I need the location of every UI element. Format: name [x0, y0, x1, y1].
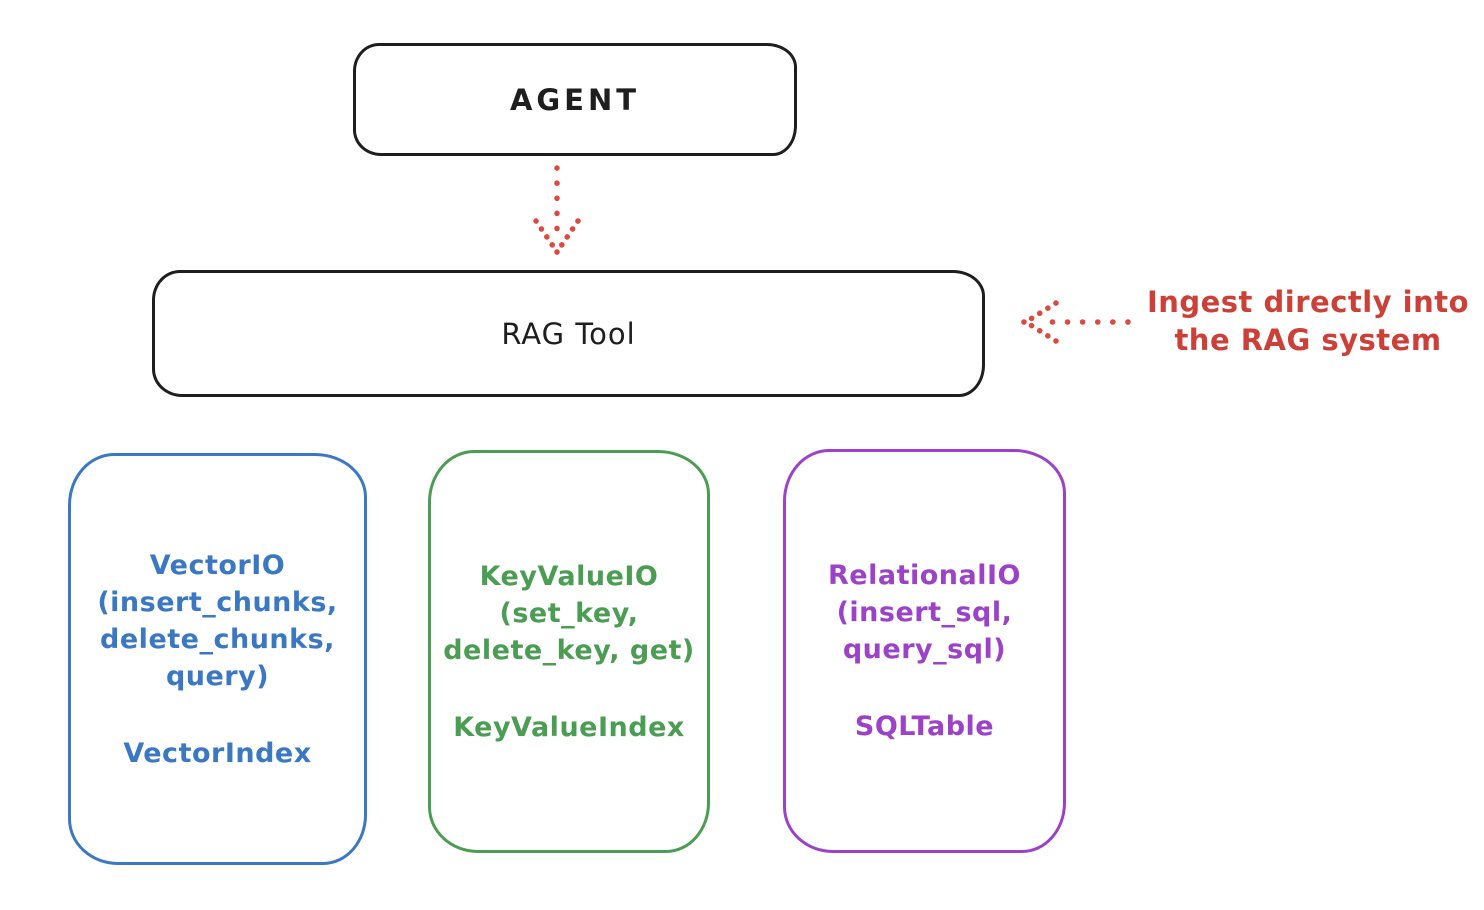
keyvalue-io-methods: KeyValueIO (set_key, delete_key, get) — [443, 558, 695, 669]
agent-box: AGENT — [353, 43, 797, 156]
io-line: query) — [165, 660, 270, 692]
io-line: KeyValueIO — [479, 560, 659, 592]
io-line: (insert_chunks, — [97, 586, 338, 618]
relational-io-box: RelationalIO (insert_sql, query_sql) SQL… — [783, 449, 1066, 853]
annotation-line-1: Ingest directly into — [1146, 285, 1470, 319]
io-line: delete_key, get) — [443, 634, 695, 666]
rag-tool-label: RAG Tool — [501, 316, 636, 351]
io-line: VectorIO — [149, 549, 286, 581]
agent-to-rag-arrow — [533, 165, 581, 257]
relational-io-methods: RelationalIO (insert_sql, query_sql) — [828, 557, 1021, 668]
annotation-line-2: the RAG system — [1174, 323, 1442, 357]
vector-io-methods: VectorIO (insert_chunks, delete_chunks, … — [97, 547, 337, 695]
rag-tool-box: RAG Tool — [152, 270, 985, 397]
annotation-arrow — [1019, 300, 1131, 344]
keyvalue-io-box: KeyValueIO (set_key, delete_key, get) Ke… — [428, 450, 710, 853]
io-line: (insert_sql, — [836, 597, 1013, 628]
io-line: RelationalIO — [828, 560, 1021, 591]
io-line: (set_key, — [499, 597, 639, 629]
keyvalue-index-label: KeyValueIndex — [453, 711, 685, 743]
io-line: delete_chunks, — [100, 623, 335, 655]
vector-io-box: VectorIO (insert_chunks, delete_chunks, … — [68, 453, 367, 865]
io-line: query_sql) — [842, 634, 1007, 665]
vector-index-label: VectorIndex — [123, 737, 312, 769]
sql-table-label: SQLTable — [854, 711, 995, 742]
agent-label: AGENT — [509, 82, 641, 117]
annotation-text: Ingest directly into the RAG system — [1138, 283, 1478, 359]
